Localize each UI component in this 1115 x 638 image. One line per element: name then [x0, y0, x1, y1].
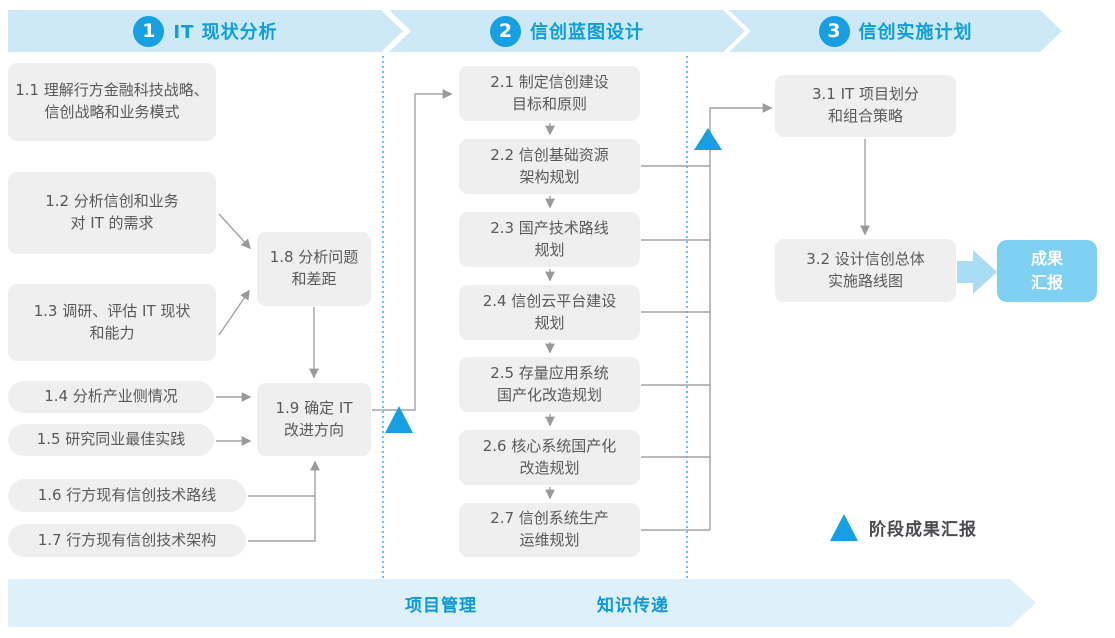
legend-milestone-label: 阶段成果汇报 [869, 520, 977, 540]
node-2-4: 2.4 信创云平台建设 规划 [459, 285, 640, 340]
node-1-6: 1.6 行方现有信创技术路线 [8, 479, 246, 512]
node-1-8: 1.8 分析问题 和差距 [257, 232, 371, 306]
project-management-label: 项目管理 [405, 595, 477, 616]
milestone-triangle-phase2-icon [694, 128, 722, 150]
node-1-5: 1.5 研究同业最佳实践 [8, 424, 214, 456]
node-2-2: 2.2 信创基础资源 架构规划 [459, 139, 640, 194]
phase-1-title: IT 现状分析 [173, 22, 278, 43]
node-1-2: 1.2 分析信创和业务 对 IT 的需求 [8, 172, 216, 254]
knowledge-transfer-label: 知识传递 [597, 595, 669, 616]
node-3-1: 3.1 IT 项目划分 和组合策略 [775, 75, 956, 137]
arrow-1-9-to-2-1 [372, 89, 453, 411]
node-2-7: 2.7 信创系统生产 运维规划 [459, 503, 640, 557]
arrow-1-7-to-1-9 [248, 460, 320, 542]
phase-3-band: 3 信创实施计划 [729, 10, 1062, 52]
arrow-collector-to-3-1 [709, 103, 773, 530]
node-1-3: 1.3 调研、评估 IT 现状 和能力 [8, 284, 216, 361]
outcome-arrow-icon [957, 250, 997, 294]
node-1-9: 1.9 确定 IT 改进方向 [257, 383, 371, 456]
node-2-6: 2.6 核心系统国产化 改造规划 [459, 430, 640, 485]
node-1-1: 1.1 理解行方金融科技战略、 信创战略和业务模式 [8, 63, 216, 141]
arrow-1-3-to-1-8 [218, 289, 250, 336]
arrow-1-2-to-1-8 [218, 213, 251, 250]
phase-1-number-badge: 1 [133, 16, 164, 47]
bottom-band: 项目管理 知识传递 [8, 579, 1036, 627]
phase-2-number-badge: 2 [490, 16, 521, 47]
node-2-1: 2.1 制定信创建设 目标和原则 [459, 66, 640, 121]
node-2-5: 2.5 存量应用系统 国产化改造规划 [459, 357, 640, 412]
phase-3-title: 信创实施计划 [858, 22, 973, 43]
node-1-7: 1.7 行方现有信创技术架构 [8, 524, 246, 557]
outcome-report-box: 成果 汇报 [997, 240, 1097, 302]
node-1-4: 1.4 分析产业侧情况 [8, 381, 214, 413]
phase-1-band: 1 IT 现状分析 [8, 10, 403, 52]
milestone-triangle-phase1-icon [385, 406, 413, 433]
node-3-2: 3.2 设计信创总体 实施路线图 [775, 239, 956, 302]
legend-triangle-icon [830, 514, 858, 541]
node-2-3: 2.3 国产技术路线 规划 [459, 212, 640, 267]
phase-2-band: 2 信创蓝图设计 [389, 10, 745, 52]
phase-2-title: 信创蓝图设计 [530, 22, 644, 43]
phase-3-number-badge: 3 [819, 16, 850, 47]
